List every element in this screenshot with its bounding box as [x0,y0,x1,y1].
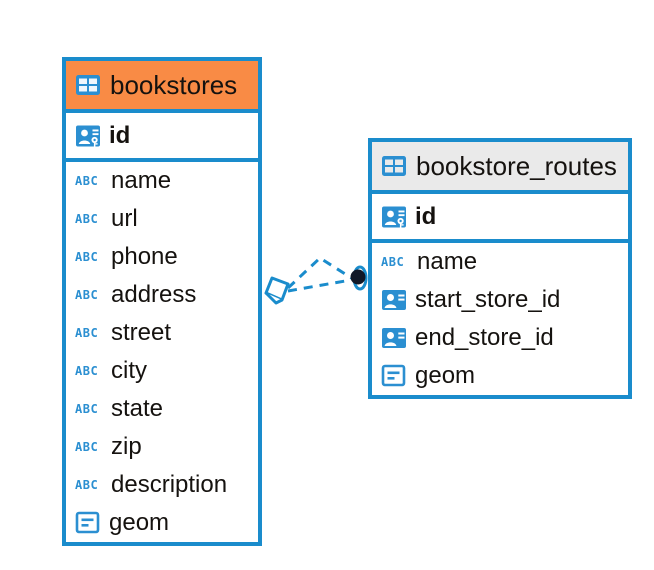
abc-text-icon: ABC [75,402,99,416]
abc-text-icon: ABC [75,478,99,492]
field-row-end-store-id[interactable]: end_store_id [372,319,628,357]
field-row-state[interactable]: ABC state [66,390,258,428]
relationship-line-lower [287,278,352,293]
field-row-id[interactable]: id [66,113,258,158]
table-icon [381,155,407,177]
field-name: id [109,121,131,149]
relationship-line-upper [286,256,354,290]
table-icon [75,74,101,96]
field-name: geom [415,362,476,389]
abc-text-icon: ABC [75,326,99,340]
entity-title: bookstores [110,70,238,100]
entity-header[interactable]: bookstore_routes [372,142,628,190]
field-row-name[interactable]: ABC name [66,162,258,200]
abc-text-icon: ABC [75,288,99,302]
entity-title: bookstore_routes [416,151,617,181]
field-name: geom [109,509,170,536]
field-name: name [417,248,478,275]
entity-header[interactable]: bookstores [66,61,258,109]
abc-text-icon: ABC [75,364,99,378]
field-name: end_store_id [415,324,554,351]
field-name: url [111,205,138,232]
primary-key-section: id [66,109,258,162]
field-row-phone[interactable]: ABC phone [66,238,258,276]
field-name: id [415,202,437,230]
field-name: address [111,281,197,308]
abc-text-icon: ABC [381,255,405,269]
field-row-city[interactable]: ABC city [66,352,258,390]
diamond-marker [264,276,290,305]
field-section: ABC name ABC url ABC phone ABC address A… [66,162,258,542]
field-name: street [111,319,172,346]
filled-circle-marker [350,265,368,291]
field-row-zip[interactable]: ABC zip [66,428,258,466]
field-row-geom[interactable]: geom [372,357,628,395]
entity-table-bookstore-routes[interactable]: bookstore_routes [368,138,632,399]
field-row-id[interactable]: id [372,194,628,239]
field-row-description[interactable]: ABC description [66,466,258,504]
field-name: zip [111,433,142,460]
field-section: ABC name start_store_id [372,243,628,395]
geometry-icon [381,364,407,388]
field-row-street[interactable]: ABC street [66,314,258,352]
primary-key-icon [381,204,407,230]
abc-text-icon: ABC [75,250,99,264]
field-row-name[interactable]: ABC name [372,243,628,281]
field-name: state [111,395,164,422]
abc-text-icon: ABC [75,174,99,188]
primary-key-section: id [372,190,628,243]
field-name: name [111,167,172,194]
entity-table-bookstores[interactable]: bookstores id [62,57,262,546]
field-name: description [111,471,228,498]
primary-key-icon [75,123,101,149]
abc-text-icon: ABC [75,440,99,454]
field-name: city [111,357,147,384]
field-row-address[interactable]: ABC address [66,276,258,314]
geometry-icon [75,511,101,535]
field-row-url[interactable]: ABC url [66,200,258,238]
field-row-geom[interactable]: geom [66,504,258,542]
field-name: phone [111,243,178,270]
abc-text-icon: ABC [75,212,99,226]
foreign-key-icon [381,288,407,312]
field-name: start_store_id [415,286,561,313]
field-row-start-store-id[interactable]: start_store_id [372,281,628,319]
foreign-key-icon [381,326,407,350]
